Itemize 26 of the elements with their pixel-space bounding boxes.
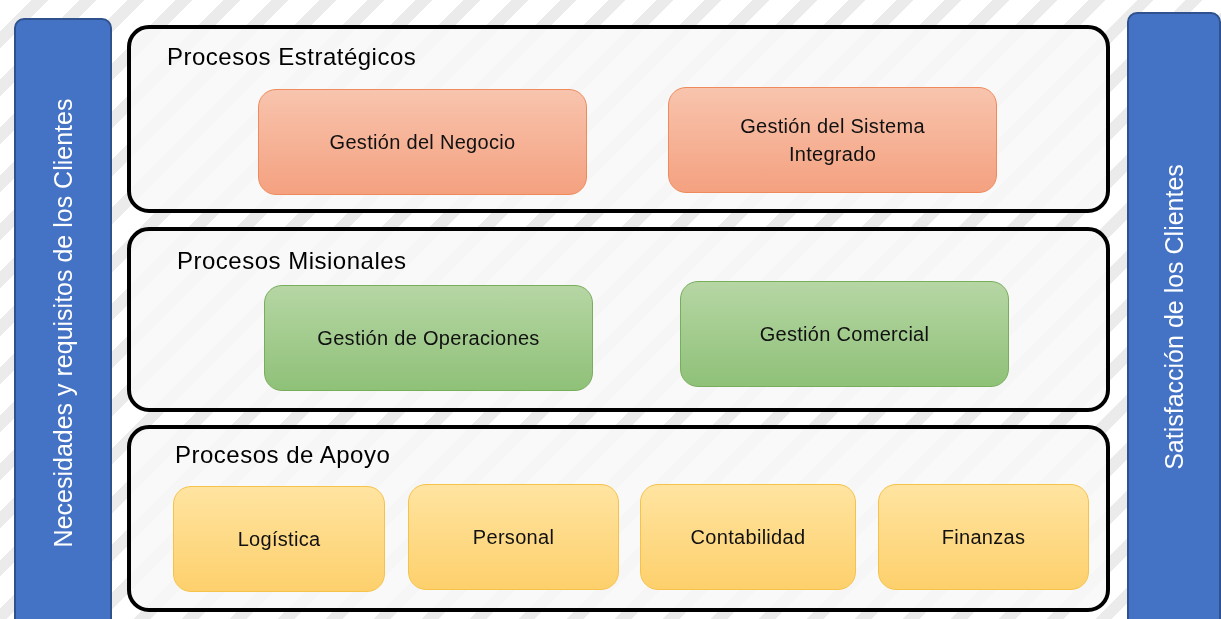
band-title: Procesos de Apoyo — [175, 441, 391, 469]
process-box — [264, 285, 593, 391]
side-banner — [1127, 12, 1221, 619]
process-band — [127, 25, 1110, 213]
process-label: Contabilidad — [689, 525, 807, 550]
process-box — [640, 484, 856, 590]
process-box — [258, 89, 587, 195]
process-label: Gestión Comercial — [758, 322, 931, 347]
process-label: Personal — [471, 525, 556, 550]
vertical-label: Satisfacción de los Clientes — [1159, 164, 1189, 470]
process-label: Finanzas — [940, 525, 1027, 550]
process-box — [668, 87, 997, 193]
band-title: Procesos Estratégicos — [167, 43, 417, 71]
vertical-label: Necesidades y requisitos de los Clientes — [48, 98, 78, 548]
process-label: Logística — [236, 527, 322, 552]
process-box — [878, 484, 1089, 590]
process-box — [173, 486, 385, 592]
process-box — [408, 484, 619, 590]
process-label: Gestión de Operaciones — [316, 326, 541, 351]
process-box — [680, 281, 1009, 387]
process-label: Gestión del Sistema Integrado — [739, 114, 926, 167]
process-label: Gestión del Negocio — [328, 130, 517, 155]
process-band — [127, 425, 1110, 612]
band-title: Procesos Misionales — [177, 247, 407, 275]
process-band — [127, 227, 1110, 412]
side-banner — [14, 18, 112, 619]
